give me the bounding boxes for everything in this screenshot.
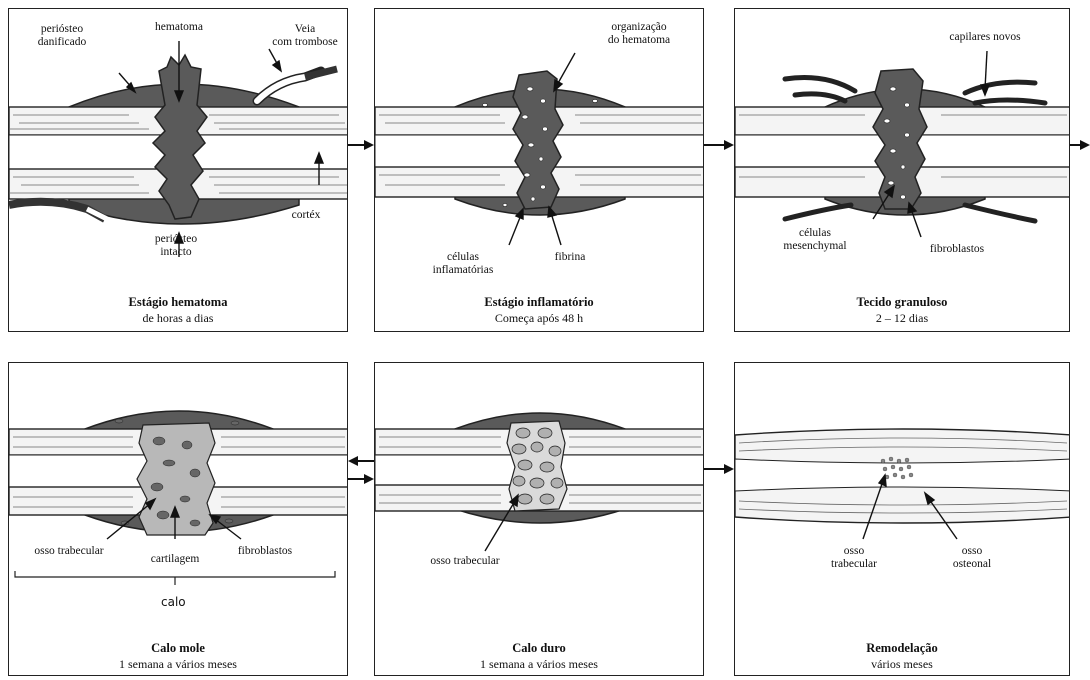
label-damaged-periosteum: periósteo danificado <box>23 23 101 49</box>
panel-remodeling: osso trabecular osso osteonal Remodelaçã… <box>734 362 1070 676</box>
panel-title: Remodelação <box>735 641 1069 656</box>
arrow-stage1-to-stage2 <box>348 138 374 152</box>
label-mesenchymal-cells: células mesenchymal <box>773 227 857 253</box>
hard-callus-illustration <box>375 363 704 676</box>
hematoma-illustration <box>9 9 348 332</box>
inflammatory-illustration <box>375 9 704 332</box>
panel-title: Estágio inflamatório <box>375 295 703 310</box>
label-cartilage: cartilagem <box>133 553 217 566</box>
label-fibroblasts: fibroblastos <box>915 243 999 256</box>
label-inflammatory-cells: células inflamatórias <box>415 251 511 277</box>
panel-subtitle: 1 semana a vários meses <box>375 657 703 672</box>
label-fibrin: fibrina <box>545 251 595 264</box>
panel-subtitle: Começa após 48 h <box>375 311 703 326</box>
arrow-stage3-continue <box>1070 138 1090 152</box>
granulation-illustration <box>735 9 1070 332</box>
arrow-stage2-to-stage3 <box>704 138 734 152</box>
panel-subtitle: 1 semana a vários meses <box>9 657 347 672</box>
label-hematoma-organization: organização do hematoma <box>597 21 681 47</box>
label-thrombosed-vein: Veia com trombose <box>259 23 348 49</box>
label-hematoma: hematoma <box>149 21 209 34</box>
label-trabecular-bone: osso trabecular <box>809 545 899 571</box>
label-cortex: cortéx <box>281 209 331 222</box>
soft-callus-illustration <box>9 363 348 676</box>
panel-subtitle: 2 – 12 dias <box>735 311 1069 326</box>
panel-hematoma-stage: periósteo danificado hematoma Veia com t… <box>8 8 348 332</box>
label-trabecular-bone: osso trabecular <box>415 555 515 568</box>
panel-hard-callus: osso trabecular Calo duro 1 semana a vár… <box>374 362 704 676</box>
label-new-capillaries: capilares novos <box>933 31 1037 44</box>
panel-title: Calo mole <box>9 641 347 656</box>
arrow-stage5-to-stage6 <box>704 462 734 476</box>
arrow-stage4-to-stage5 <box>348 472 374 486</box>
panel-soft-callus: osso trabecular cartilagem fibroblastos … <box>8 362 348 676</box>
panel-subtitle: vários meses <box>735 657 1069 672</box>
label-callus: calo <box>161 595 186 609</box>
panel-subtitle: de horas a dias <box>9 311 347 326</box>
arrow-into-stage4 <box>348 454 374 468</box>
panel-title: Tecido granuloso <box>735 295 1069 310</box>
panel-inflammatory-stage: organização do hematoma células inflamat… <box>374 8 704 332</box>
panel-title: Estágio hematoma <box>9 295 347 310</box>
remodeling-illustration <box>735 363 1070 676</box>
panel-title: Calo duro <box>375 641 703 656</box>
label-osteonal-bone: osso osteonal <box>935 545 1009 571</box>
panel-granulation-tissue: capilares novos células mesenchymal fibr… <box>734 8 1070 332</box>
label-trabecular-bone: osso trabecular <box>13 545 125 558</box>
label-intact-periosteum: periósteo intacto <box>141 233 211 259</box>
label-fibroblasts: fibroblastos <box>223 545 307 558</box>
